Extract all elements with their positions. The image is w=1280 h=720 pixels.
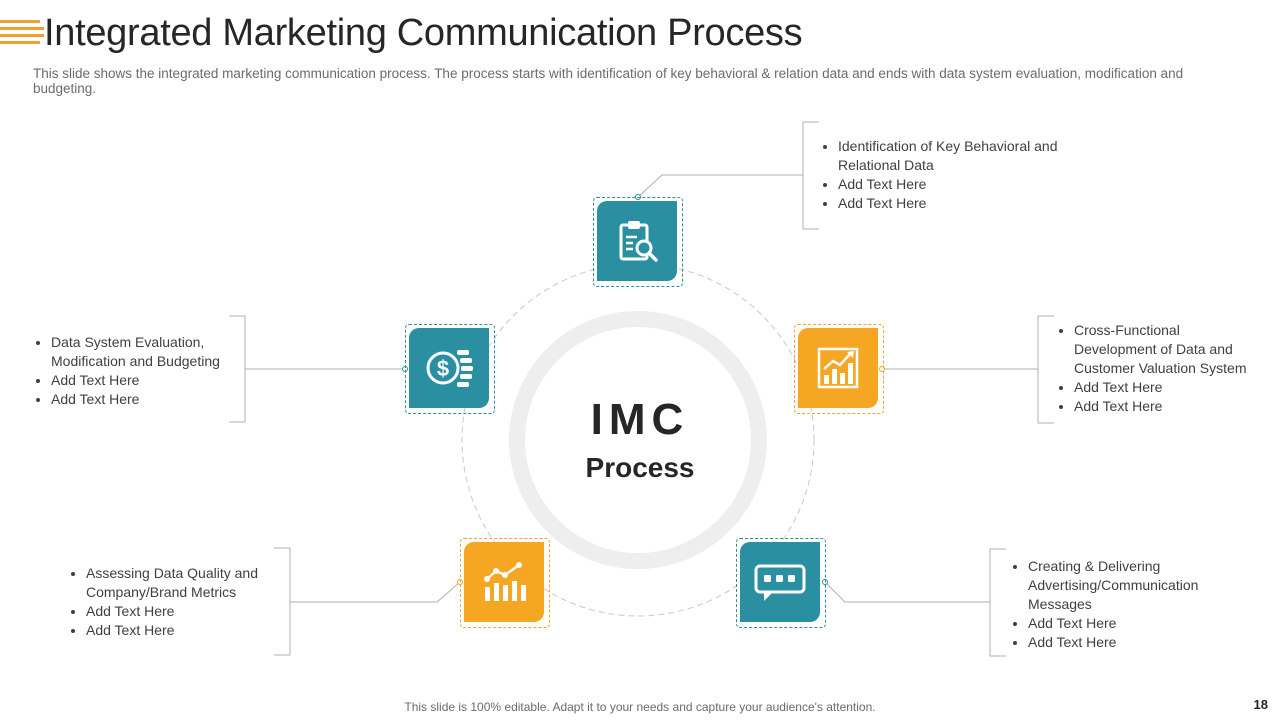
center-title: IMC (590, 395, 690, 444)
icon-frame-step-5 (405, 324, 495, 414)
bracket-step-1 (802, 121, 819, 230)
icon-frame-step-4 (460, 538, 550, 628)
icon-frame-step-2 (794, 324, 884, 414)
list-item: Creating & Delivering Advertising/Commun… (1028, 557, 1220, 614)
list-item: Add Text Here (838, 194, 1080, 213)
bar-chart-growth-icon (817, 347, 859, 389)
step-5-text: Data System Evaluation, Modification and… (33, 333, 233, 409)
bracket-step-5 (229, 315, 246, 423)
list-item: Add Text Here (51, 390, 233, 409)
clipboard-search-icon (619, 221, 658, 262)
list-item: Data System Evaluation, Modification and… (51, 333, 233, 371)
outer-dashed-ring (461, 263, 815, 617)
page-number: 18 (1253, 697, 1268, 712)
step-1-tile (597, 201, 677, 281)
icon-frame-step-3 (736, 538, 826, 628)
connector-step-4 (290, 581, 461, 603)
step-3-tile (740, 542, 820, 622)
list-item: Add Text Here (86, 602, 268, 621)
center-subtitle: Process (585, 452, 695, 483)
dollar-coins-icon: $ (426, 350, 473, 387)
inner-ring (509, 311, 767, 569)
line-bar-chart-icon (484, 562, 526, 601)
list-item: Add Text Here (1074, 378, 1266, 397)
connector-step-1 (637, 174, 803, 198)
bracket-step-3 (989, 548, 1006, 657)
footer-note: This slide is 100% editable. Adapt it to… (404, 700, 876, 714)
connector-step-3 (824, 581, 990, 603)
step-4-tile (464, 542, 544, 622)
list-item: Add Text Here (1028, 614, 1220, 633)
step-2-text: Cross-Functional Development of Data and… (1056, 321, 1266, 416)
svg-text:$: $ (437, 356, 449, 381)
step-3-text: Creating & Delivering Advertising/Commun… (1010, 557, 1220, 652)
bracket-step-2 (1037, 315, 1054, 424)
list-item: Add Text Here (1074, 397, 1266, 416)
list-item: Add Text Here (51, 371, 233, 390)
step-1-text: Identification of Key Behavioral and Rel… (820, 137, 1080, 213)
icon-frame-step-1 (593, 197, 683, 287)
chat-bubble-icon (754, 564, 806, 601)
page-subtitle: This slide shows the integrated marketin… (33, 66, 1184, 96)
title-decoration (0, 20, 44, 52)
step-5-tile: $ (409, 328, 489, 408)
list-item: Add Text Here (1028, 633, 1220, 652)
step-4-text: Assessing Data Quality and Company/Brand… (68, 564, 268, 640)
list-item: Identification of Key Behavioral and Rel… (838, 137, 1080, 175)
list-item: Add Text Here (838, 175, 1080, 194)
page-title: Integrated Marketing Communication Proce… (44, 12, 803, 54)
list-item: Cross-Functional Development of Data and… (1074, 321, 1266, 378)
list-item: Assessing Data Quality and Company/Brand… (86, 564, 268, 602)
step-2-tile (798, 328, 878, 408)
bracket-step-4 (274, 547, 291, 656)
list-item: Add Text Here (86, 621, 268, 640)
